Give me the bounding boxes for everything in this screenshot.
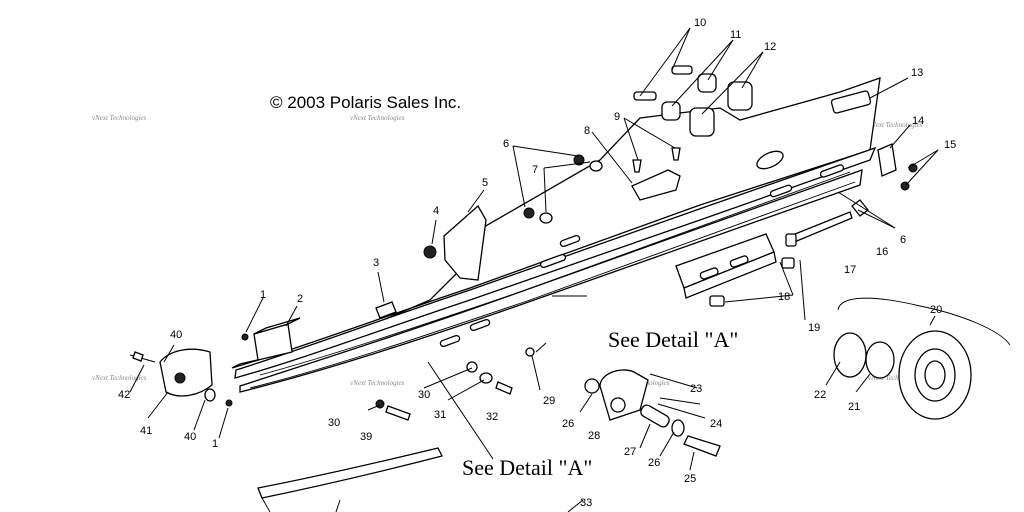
callout-40-top: 40 — [170, 329, 182, 341]
callout-6-left: 6 — [503, 138, 509, 150]
callout-8: 8 — [584, 125, 590, 137]
callout-14: 14 — [912, 115, 924, 127]
callout-41: 41 — [140, 425, 152, 437]
callout-27: 27 — [624, 446, 636, 458]
idler-wheel-assembly — [833, 297, 1011, 420]
callout-13: 13 — [911, 67, 923, 79]
callout-5: 5 — [482, 177, 488, 189]
rail-assembly — [231, 77, 881, 393]
clip-3 — [375, 301, 397, 319]
callout-28: 28 — [588, 430, 600, 442]
see-detail-a-label-2: See Detail "A" — [462, 455, 592, 480]
see-detail-a-label-1: See Detail "A" — [608, 327, 738, 352]
callout-11: 11 — [730, 29, 741, 41]
callout-40-bottom: 40 — [184, 431, 196, 443]
callout-15: 15 — [944, 139, 956, 151]
callout-22: 22 — [814, 389, 826, 401]
callout-16: 16 — [876, 246, 888, 258]
watermark-8: vNext Technologies — [868, 374, 923, 382]
callout-32: 32 — [486, 411, 498, 423]
callout-23: 23 — [690, 383, 702, 395]
callout-26-right: 26 — [648, 457, 660, 469]
end-cap-41 — [159, 348, 213, 397]
callout-17: 17 — [844, 264, 856, 276]
copyright-text: © 2003 Polaris Sales Inc. — [270, 93, 461, 112]
callout-33: 33 — [580, 497, 592, 509]
callout-31: 31 — [434, 409, 446, 421]
nut-4 — [423, 245, 437, 259]
callout-24: 24 — [710, 418, 722, 430]
watermark-1: vNext Technologies — [92, 114, 147, 122]
watermark-6: vNext Technologies — [350, 379, 405, 387]
bracket-8 — [631, 169, 681, 201]
watermark-5: vNext Technologies — [92, 374, 147, 382]
leader-lines — [129, 27, 939, 512]
callout-18: 18 — [778, 291, 790, 303]
callout-3: 3 — [373, 257, 379, 269]
callout-19: 19 — [808, 322, 820, 334]
callout-12: 12 — [764, 41, 776, 53]
watermark-4: vNext Technologies — [868, 121, 923, 129]
callout-10: 10 — [694, 17, 706, 29]
callout-1-top: 1 — [260, 289, 266, 301]
callout-2: 2 — [297, 293, 303, 305]
callout-9: 9 — [614, 111, 620, 123]
watermark-2: vNext Technologies — [350, 114, 405, 122]
callout-30-mid: 30 — [418, 389, 430, 401]
upper-bushings — [633, 65, 753, 137]
callout-21: 21 — [848, 401, 860, 413]
callout-30-bottom: 30 — [328, 417, 340, 429]
bracket-14 — [877, 143, 897, 177]
callout-20: 20 — [930, 304, 942, 316]
bolt-17 — [789, 211, 853, 244]
slide-strip — [257, 447, 443, 499]
callout-26-left: 26 — [562, 418, 574, 430]
callout-6-right: 6 — [900, 234, 906, 246]
callout-1-bottom: 1 — [212, 438, 218, 450]
callout-4: 4 — [433, 205, 439, 217]
callout-7: 7 — [532, 164, 538, 176]
bracket-plate — [443, 204, 487, 281]
callout-42: 42 — [118, 389, 130, 401]
callout-numbers: 10 11 12 13 14 15 6 16 17 18 19 20 21 22… — [118, 17, 956, 509]
callout-25: 25 — [684, 473, 696, 485]
callout-29: 29 — [543, 395, 555, 407]
callout-39: 39 — [360, 431, 372, 443]
